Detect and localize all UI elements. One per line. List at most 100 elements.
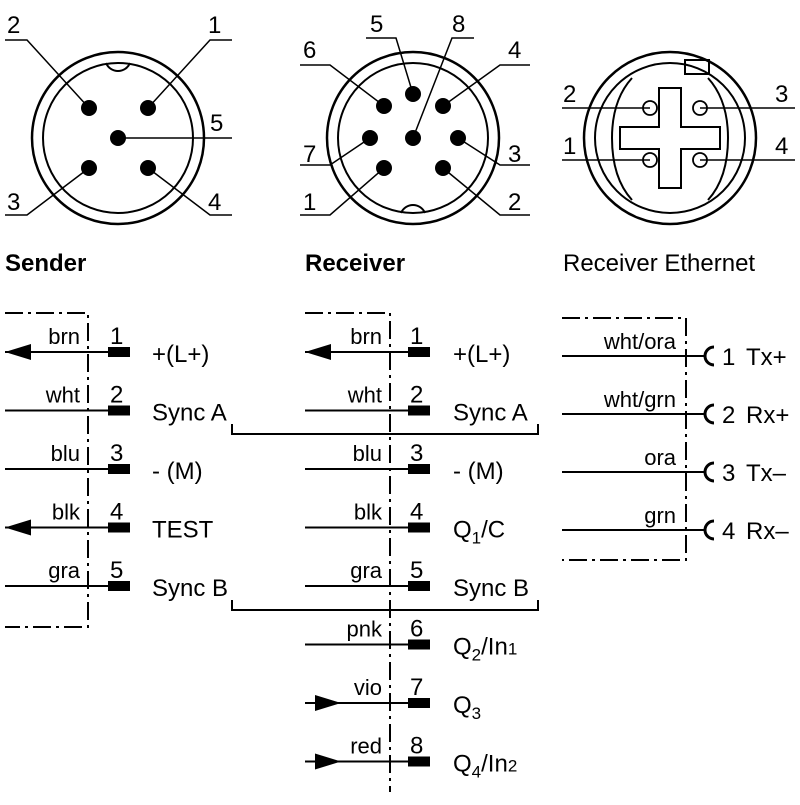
ethernet-pin-number: 3: [722, 460, 735, 487]
receiver-signal-subscript: 3: [472, 704, 481, 723]
receiver-pin-number: 8: [410, 733, 423, 760]
receiver-title: Receiver: [305, 250, 405, 277]
sync-b-bus: [231, 600, 539, 611]
sender-pin-label-5: 5: [210, 110, 223, 137]
receiver-pin-label-4: 4: [508, 37, 521, 64]
receiver-signal: Sync B: [453, 575, 529, 602]
ethernet-wire-color: grn: [644, 503, 676, 528]
receiver-signal-tail: /C: [481, 517, 505, 544]
socket-contact-icon: [703, 345, 715, 367]
sender-wire-color: brn: [48, 324, 80, 349]
receiver-pin-bar: [408, 347, 430, 357]
output-arrow-icon: [5, 344, 31, 360]
receiver-signal: Q1/C: [453, 517, 505, 548]
socket-contact-icon: [703, 403, 715, 425]
socket-contact-icon: [703, 461, 715, 483]
ethernet-row: wht/grn 2 Rx+: [562, 387, 789, 429]
receiver-pin-number: 2: [410, 382, 423, 409]
sender-pin-bar: [108, 405, 130, 416]
output-arrow-icon: [5, 519, 31, 536]
receiver-wire-color: pnk: [347, 617, 383, 642]
sender-pin-bar: [108, 581, 130, 591]
sender-signal: Sync B: [152, 575, 228, 602]
receiver-signal-tail-subscript: 1: [508, 640, 517, 659]
receiver-pin-bar: [408, 405, 430, 416]
receiver-signal-subscript: 2: [472, 646, 481, 665]
receiver-signal: Q3: [453, 692, 481, 723]
output-arrow-icon: [305, 344, 331, 360]
ethernet-pin-label-1: 1: [563, 133, 576, 160]
receiver-signal: +(L+): [453, 341, 510, 368]
sender-wire-color: gra: [48, 558, 81, 583]
sender-pin-number: 3: [110, 440, 123, 467]
ethernet-signal: Rx–: [746, 518, 789, 545]
socket-contact-icon: [703, 519, 715, 541]
sender-row: blu 3 - (M): [5, 440, 203, 485]
sender-connector-face: 1 2 5 3 4: [5, 12, 232, 226]
ethernet-pin-number: 4: [722, 518, 735, 545]
input-arrow-icon: [315, 695, 341, 711]
ethernet-wire-color: wht/grn: [603, 387, 676, 412]
sender-wire-color: wht: [45, 383, 80, 408]
receiver-pin-bar: [408, 639, 430, 650]
ethernet-title: Receiver Ethernet: [563, 250, 755, 277]
ethernet-pin-label-2: 2: [563, 81, 576, 108]
sender-pin-label-1: 1: [208, 12, 221, 39]
sender-pin-bar: [108, 464, 130, 474]
receiver-connector-face: 5 8 6 4 7 3 1 2: [300, 11, 530, 226]
ethernet-pin-number: 2: [722, 402, 735, 429]
input-arrow-icon: [315, 753, 341, 770]
receiver-pin-number: 6: [410, 616, 423, 643]
sender-pin-number: 4: [110, 499, 123, 526]
sender-pin-number: 5: [110, 557, 123, 584]
sender-signal: +(L+): [152, 341, 209, 368]
receiver-pin-number: 4: [410, 499, 423, 526]
sender-pin-label-4: 4: [208, 189, 221, 216]
receiver-signal-subscript: 1: [472, 529, 481, 548]
receiver-pin-label-8: 8: [452, 11, 465, 38]
ethernet-wiring-rows: wht/ora 1 Tx+ wht/grn 2 Rx+ ora 3 Tx– grn 4 Rx–: [562, 329, 789, 545]
receiver-signal: Sync A: [453, 400, 528, 427]
sender-signal: - (M): [152, 458, 203, 485]
receiver-pin-label-7: 7: [303, 141, 316, 168]
receiver-pin-number: 1: [410, 323, 423, 350]
receiver-wire-color: vio: [354, 675, 382, 700]
receiver-wire-color: red: [350, 734, 382, 759]
ethernet-row: ora 3 Tx–: [562, 445, 787, 487]
receiver-signal-tail: /In: [481, 634, 508, 661]
sender-wire-color: blu: [51, 441, 80, 466]
sender-pin-label-2: 2: [7, 12, 20, 39]
sender-pin-label-3: 3: [7, 189, 20, 216]
ethernet-connector-face: 2 1 3 4: [562, 50, 795, 226]
ethernet-signal: Tx–: [746, 460, 787, 487]
sender-pin-bar: [108, 522, 130, 533]
receiver-pin-bar: [408, 581, 430, 591]
receiver-pin-bar: [408, 756, 430, 767]
ethernet-wire-color: ora: [644, 445, 677, 470]
receiver-signal: - (M): [453, 458, 504, 485]
receiver-pin-bar: [408, 522, 430, 533]
sender-pin-number: 2: [110, 382, 123, 409]
receiver-wire-color: blk: [354, 500, 383, 525]
ethernet-signal: Rx+: [746, 402, 789, 429]
receiver-signal-subscript: 4: [472, 763, 481, 782]
ethernet-pin-number: 1: [722, 344, 735, 371]
receiver-signal: Q4/In2: [453, 751, 517, 782]
sync-a-bus: [231, 424, 539, 435]
ethernet-signal: Tx+: [746, 344, 787, 371]
sender-signal: TEST: [152, 517, 214, 544]
receiver-row: red 8Q4/In2: [305, 733, 517, 782]
ethernet-frame: [562, 317, 687, 561]
sender-pin-bar: [108, 347, 130, 357]
ethernet-wire-color: wht/ora: [603, 329, 677, 354]
receiver-pin-label-1: 1: [303, 189, 316, 216]
